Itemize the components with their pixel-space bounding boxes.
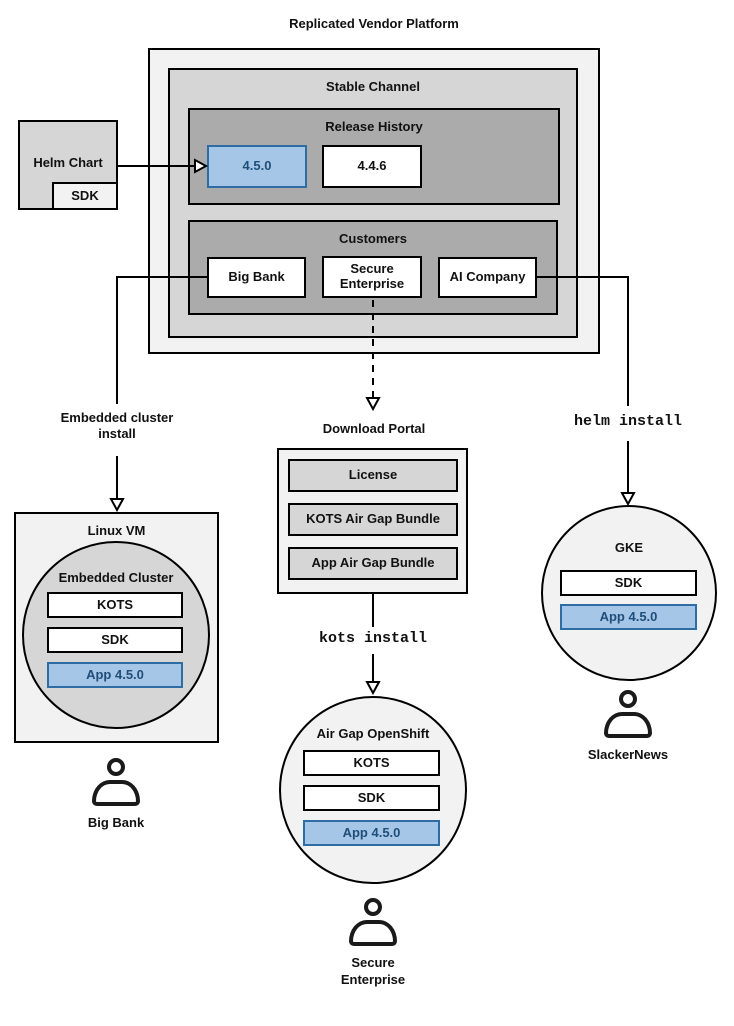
download-portal-app-airgap-bundle: App Air Gap Bundle	[288, 547, 458, 580]
release-4-4-6: 4.4.6	[322, 145, 422, 188]
linux-vm-sdk-box: SDK	[47, 627, 183, 653]
linux-vm-label: Linux VM	[87, 523, 146, 538]
person-icon	[619, 690, 637, 708]
linux-vm-kots-box: KOTS	[47, 592, 183, 618]
openshift-app-box: App 4.5.0	[303, 820, 440, 846]
person-icon-body	[349, 920, 397, 946]
user-label: Secure Enterprise	[340, 955, 406, 987]
person-icon-body	[92, 780, 140, 806]
air-gap-openshift-label: Air Gap OpenShift	[316, 726, 430, 741]
customers-label: Customers	[339, 231, 407, 246]
edge-label-kots-install: kots install	[293, 630, 453, 649]
customer-ai-company: AI Company	[438, 257, 537, 298]
download-portal-license: License	[288, 459, 458, 492]
download-portal-title: Download Portal	[274, 421, 474, 438]
stable-channel-label: Stable Channel	[326, 79, 420, 94]
helm-chart-sdk-box: SDK	[52, 182, 118, 210]
openshift-sdk-box: SDK	[303, 785, 440, 811]
diagram-title: Replicated Vendor Platform	[289, 16, 459, 31]
gke-sdk-box: SDK	[560, 570, 697, 596]
user-slackernews: SlackerNews	[578, 690, 678, 764]
customer-big-bank: Big Bank	[207, 257, 306, 298]
edge-label-helm-install: helm install	[548, 413, 708, 432]
user-secure-enterprise: Secure Enterprise	[323, 898, 423, 989]
gke-label: GKE	[614, 540, 644, 555]
person-icon	[107, 758, 125, 776]
arrowhead-down	[365, 397, 381, 412]
customer-secure-enterprise: Secure Enterprise	[322, 256, 422, 298]
release-history-label: Release History	[325, 119, 423, 134]
arrowhead-down	[620, 492, 636, 507]
linux-vm-app-box: App 4.5.0	[47, 662, 183, 688]
user-label: Big Bank	[87, 815, 145, 830]
download-portal-kots-airgap-bundle: KOTS Air Gap Bundle	[288, 503, 458, 536]
arrowhead-down	[109, 498, 125, 513]
user-big-bank: Big Bank	[66, 758, 166, 832]
helm-chart-label: Helm Chart	[33, 155, 103, 170]
release-4-5-0: 4.5.0	[207, 145, 307, 188]
gke-app-box: App 4.5.0	[560, 604, 697, 630]
edge-label-embedded-cluster-install: Embedded cluster install	[47, 410, 187, 443]
person-icon	[364, 898, 382, 916]
openshift-kots-box: KOTS	[303, 750, 440, 776]
person-icon-body	[604, 712, 652, 738]
user-label: SlackerNews	[587, 747, 669, 762]
arrowhead-down	[365, 681, 381, 696]
embedded-cluster-label: Embedded Cluster	[58, 570, 174, 585]
